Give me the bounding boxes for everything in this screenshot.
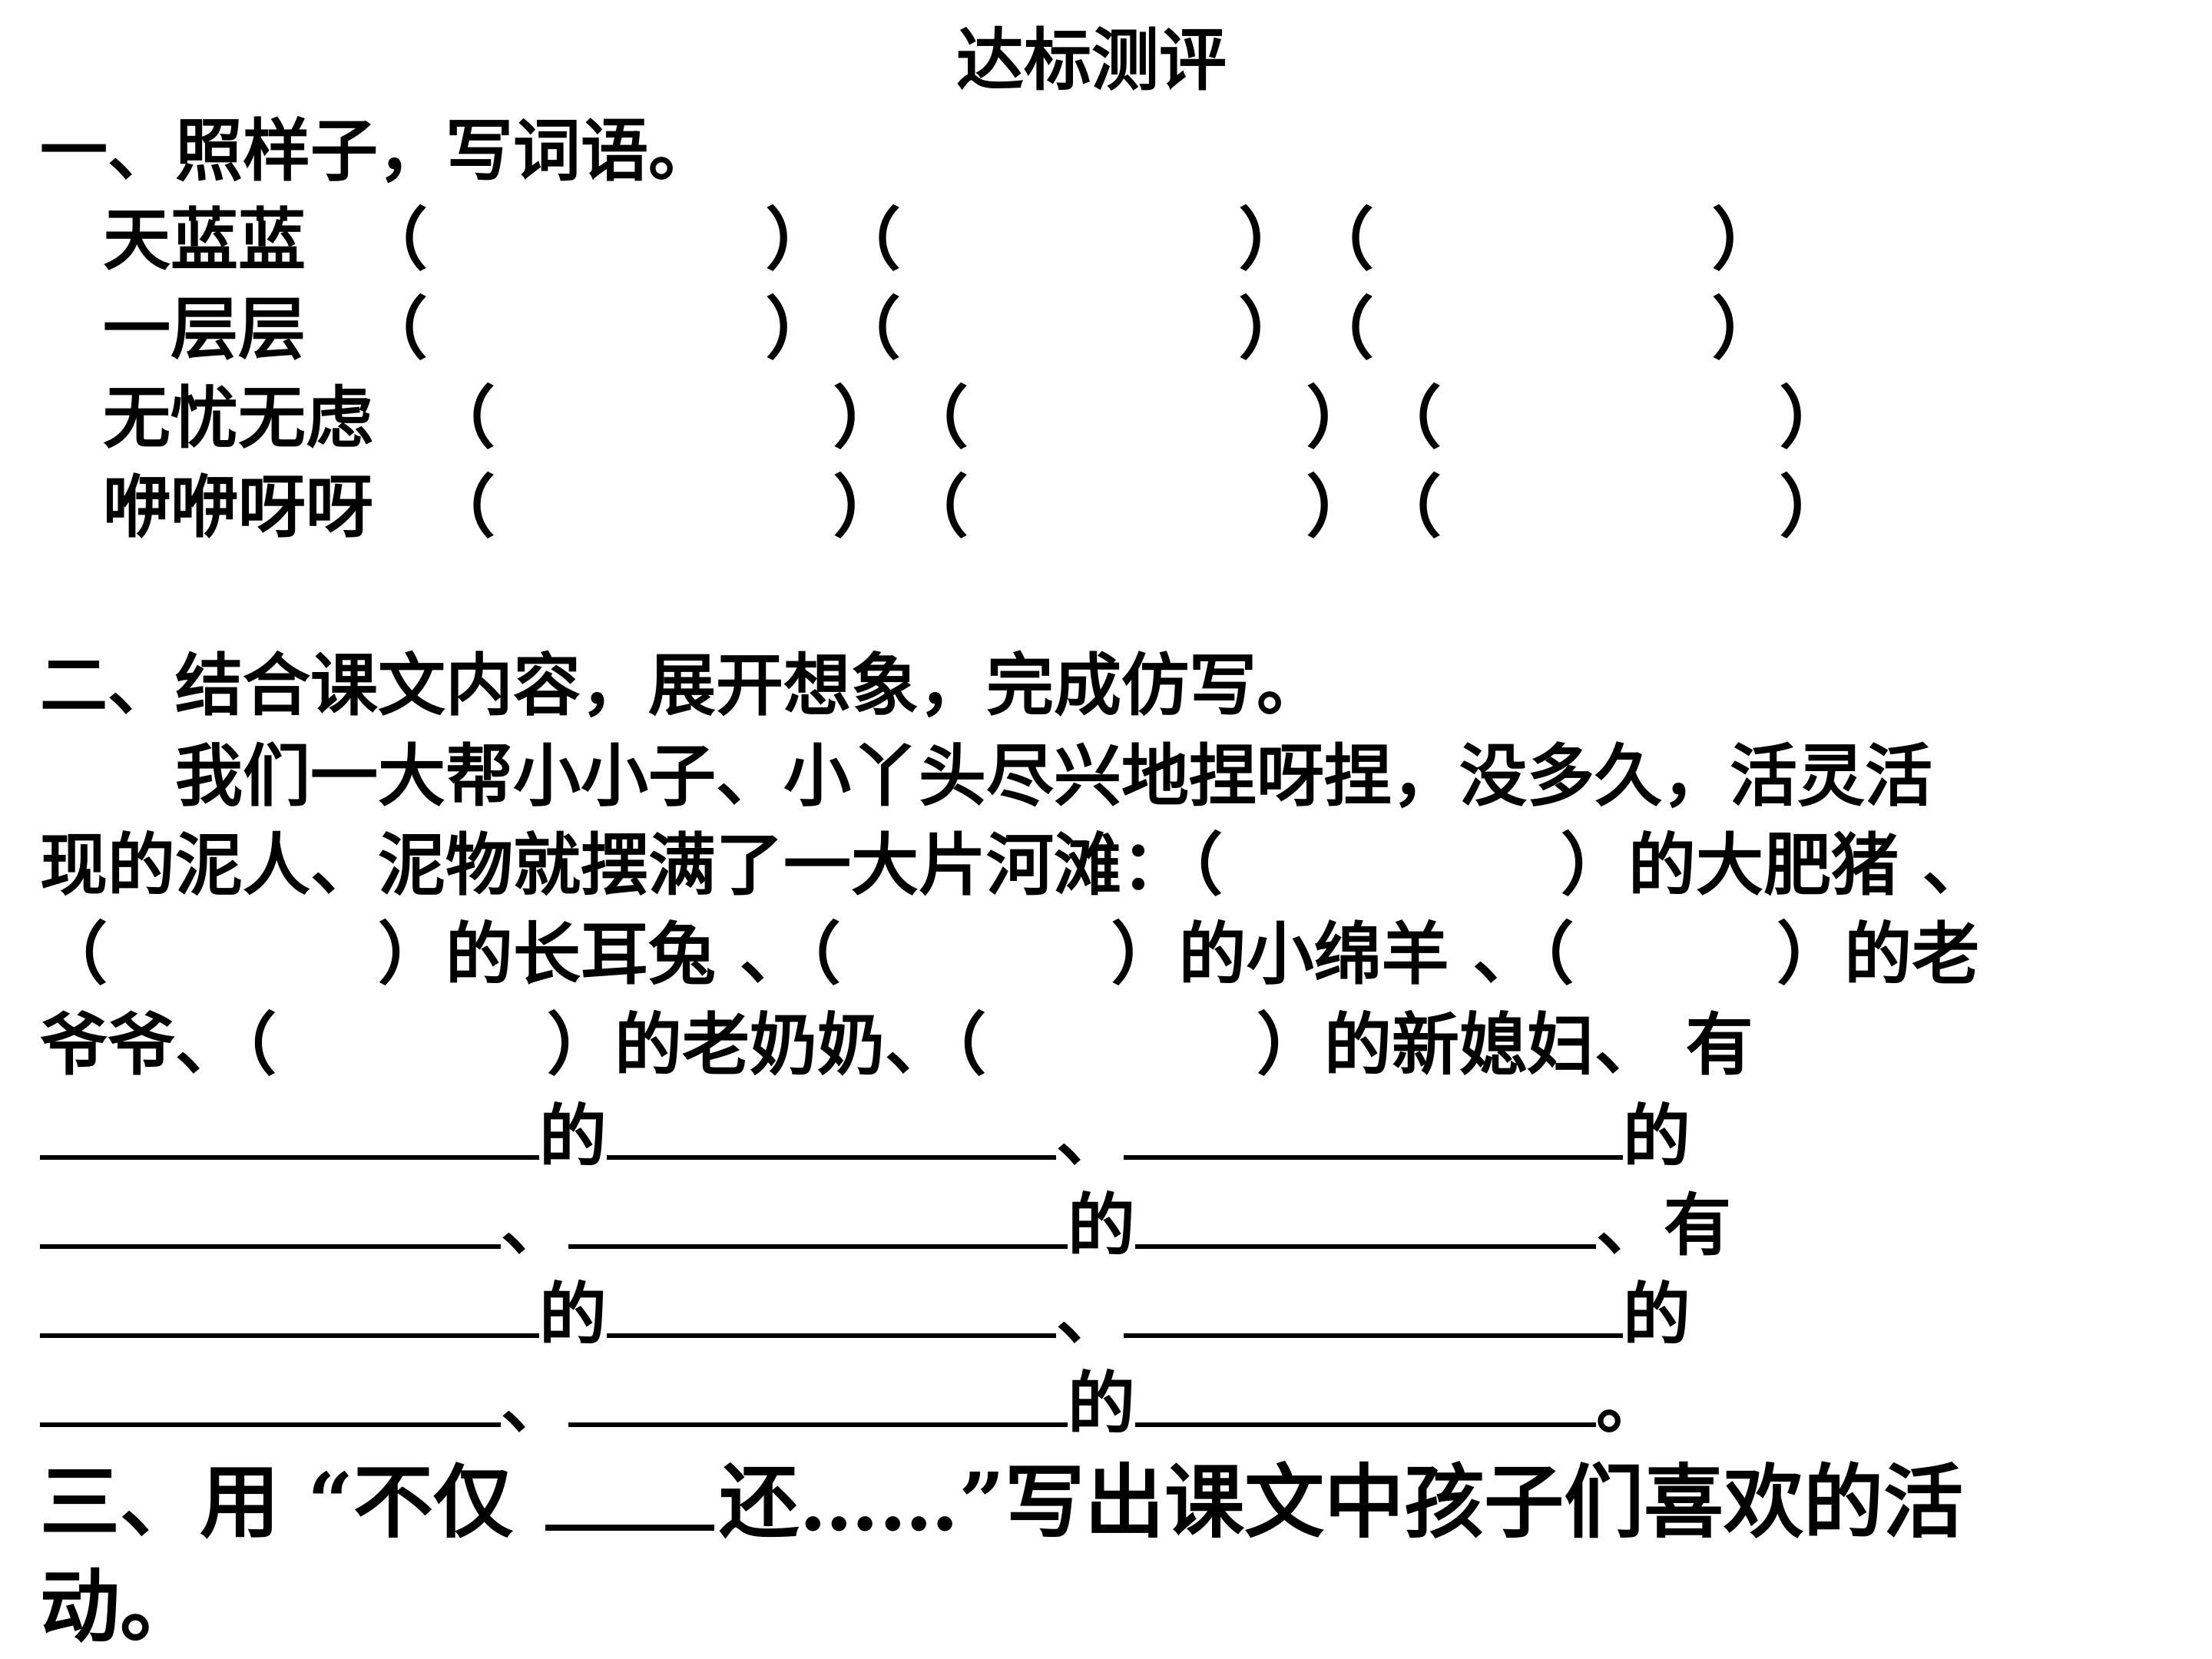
s1-row-example: 无忧无虑 — [103, 378, 374, 458]
fill-blank[interactable] — [1124, 1100, 1624, 1160]
section3-heading: 三、用 “不仅 还……”写出课文中孩子们喜欢的活 — [40, 1455, 1964, 1549]
fill-blank[interactable] — [40, 1278, 539, 1338]
s2-text-line-1: 我们一大帮小小子、小丫头尽兴地捏呀捏，没多久，活灵活 — [40, 736, 1933, 816]
fill-blank[interactable] — [40, 1189, 501, 1249]
s1-row-4: 咿咿呀呀 （ ） （ ） （ ） — [103, 473, 1847, 541]
s1-row-3: 无忧无虑 （ ） （ ） （ ） — [103, 384, 1847, 452]
section2-heading: 二、结合课文内容，展开想象，完成仿写。 — [40, 645, 1325, 725]
s1-row-2: 一层层 （ ） （ ） （ ） — [103, 295, 1780, 363]
s2-fill-line-3: 的、的 — [40, 1278, 1690, 1348]
s1-row-blanks[interactable]: （ ） （ ） （ ） — [359, 200, 1780, 280]
fill-blank[interactable] — [1135, 1189, 1597, 1249]
fill-blank[interactable] — [568, 1189, 1068, 1249]
s1-row-1: 天蓝蓝 （ ） （ ） （ ） — [103, 206, 1780, 273]
s2-text-line-2: 现的泥人、泥物就摆满了一大片河滩：（ ）的大肥猪 、 — [40, 825, 1990, 905]
s1-row-blanks[interactable]: （ ） （ ） （ ） — [427, 378, 1847, 458]
s1-row-blanks[interactable]: （ ） （ ） （ ） — [359, 289, 1780, 369]
s2-text-line-3: （ ）的长耳兔 、（ ）的小绵羊 、（ ）的老 — [40, 914, 1980, 994]
s1-row-blanks[interactable]: （ ） （ ） （ ） — [427, 467, 1847, 547]
s1-row-example: 一层层 — [103, 289, 306, 369]
fill-blank[interactable] — [40, 1100, 539, 1160]
s2-fill-line-2: 、的、有 — [40, 1189, 1731, 1259]
fill-blank[interactable] — [607, 1100, 1057, 1160]
section1-heading: 一、照样子，写词语。 — [40, 111, 717, 190]
s2-fill-line-4: 、的。 — [40, 1367, 1664, 1437]
page-title: 达标测评 — [956, 20, 1227, 100]
fill-blank[interactable] — [1135, 1367, 1597, 1427]
fill-blank[interactable] — [40, 1367, 501, 1427]
section3-heading-line2: 动。 — [40, 1559, 200, 1654]
fill-blank[interactable] — [568, 1367, 1068, 1427]
fill-blank[interactable] — [1124, 1278, 1624, 1338]
fill-blank[interactable] — [607, 1278, 1057, 1338]
dash-line — [545, 1488, 715, 1531]
s2-fill-line-1: 的、的 — [40, 1100, 1690, 1170]
s1-row-example: 天蓝蓝 — [103, 200, 306, 280]
s2-text-line-4: 爷爷、（ ）的老奶奶、（ ）的新媳妇、 有 — [40, 1005, 1753, 1084]
s1-row-example: 咿咿呀呀 — [103, 467, 374, 547]
